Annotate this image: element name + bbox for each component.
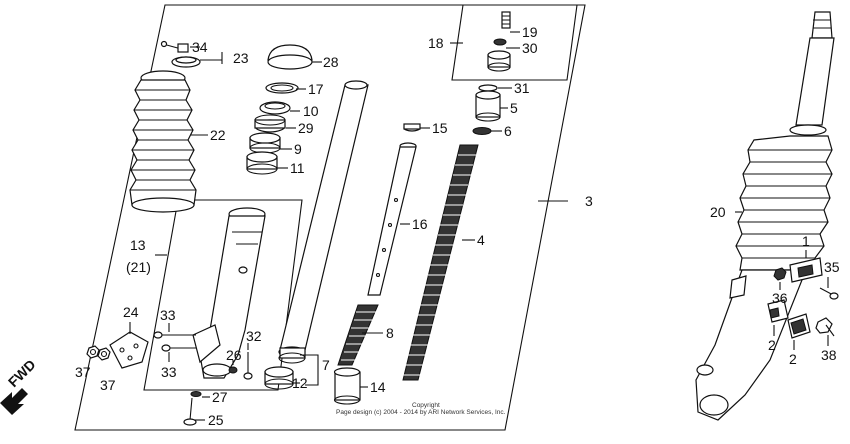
callout-37a: 37 <box>75 364 91 380</box>
holder-2b <box>787 313 811 339</box>
callout-16: 16 <box>412 216 428 232</box>
callout-17: 17 <box>308 81 324 97</box>
ring-15 <box>403 123 421 132</box>
subframe-18 <box>451 4 578 81</box>
callout-12: 12 <box>292 375 308 391</box>
callout-36: 36 <box>772 290 788 306</box>
dust-seal-28 <box>267 44 313 70</box>
holder-2a <box>767 299 789 323</box>
callout-30: 30 <box>522 40 538 56</box>
callout-28: 28 <box>323 54 339 70</box>
fork-tube-7 <box>278 80 369 364</box>
washer-27 <box>190 391 202 397</box>
o-ring-31 <box>478 84 498 92</box>
nut-36 <box>773 267 787 281</box>
nut-37b <box>97 347 111 361</box>
callout-7: 7 <box>322 357 330 373</box>
o-ring-30 <box>493 38 507 46</box>
callout-19: 19 <box>522 24 538 40</box>
callout-15: 15 <box>432 120 448 136</box>
nut-37a <box>86 345 100 359</box>
callout-33a: 33 <box>160 307 176 323</box>
callout-35: 35 <box>824 259 840 275</box>
callout-5: 5 <box>510 100 518 116</box>
callout-29: 29 <box>298 120 314 136</box>
washer-6 <box>472 127 492 135</box>
spring-seat-14 <box>333 367 361 405</box>
callout-8: 8 <box>386 325 394 341</box>
fwd-label: FWD <box>5 356 39 390</box>
screw-32 <box>243 352 253 380</box>
callout-14: 14 <box>370 379 386 395</box>
callout-33b: 33 <box>161 364 177 380</box>
callout-25: 25 <box>208 412 224 428</box>
rebound-spring-8 <box>337 304 379 366</box>
fwd-arrow-icon <box>0 388 28 415</box>
washer-29 <box>254 114 286 133</box>
subframe-13 <box>143 199 303 391</box>
main-frame <box>74 4 586 431</box>
callout-13: 13 <box>130 237 146 253</box>
bolt-25 <box>183 397 197 426</box>
callout-34: 34 <box>192 39 208 55</box>
callout-31: 31 <box>514 80 530 96</box>
leader-lines <box>129 31 829 421</box>
callout-24: 24 <box>123 304 139 320</box>
callout-32: 32 <box>246 328 262 344</box>
bushing-9 <box>249 132 281 154</box>
bushing-11 <box>246 151 278 175</box>
callout-1: 1 <box>802 233 810 249</box>
bushing-12 <box>264 366 294 390</box>
callout-22: 22 <box>210 127 226 143</box>
callout-3: 3 <box>585 193 593 209</box>
callout-labels: 34 23 22 28 17 10 29 9 11 15 16 4 8 7 12… <box>75 24 840 428</box>
callout-37b: 37 <box>100 377 116 393</box>
assembled-fork <box>695 11 835 421</box>
bolt-38 <box>815 317 835 337</box>
copyright-line1: Page design (c) 2004 - 2014 by ARI Netwo… <box>336 409 506 416</box>
callout-9: 9 <box>294 141 302 157</box>
oil-seal-10 <box>259 101 291 115</box>
callout-2b: 2 <box>789 351 797 367</box>
bolt-35 <box>819 287 839 300</box>
axle-holder-24 <box>109 331 149 369</box>
air-valve-19 <box>501 11 511 29</box>
fork-spring-4 <box>402 144 479 381</box>
fork-slider-13 <box>192 207 266 379</box>
bolt-26 <box>228 366 238 374</box>
bolt-34 <box>160 40 189 53</box>
callout-6: 6 <box>504 123 512 139</box>
holder-1 <box>789 257 823 283</box>
copyright-line0: Copyright <box>412 402 440 409</box>
callout-10: 10 <box>303 103 319 119</box>
callout-20: 20 <box>710 204 726 220</box>
callout-23: 23 <box>233 50 249 66</box>
callout-27: 27 <box>212 389 228 405</box>
spacer-5 <box>475 90 501 122</box>
callout-38: 38 <box>821 347 837 363</box>
fork-cap-18 <box>487 50 511 72</box>
callout-18: 18 <box>428 35 444 51</box>
callout-11: 11 <box>290 160 305 176</box>
damper-rod-16 <box>367 142 417 296</box>
callout-26: 26 <box>226 347 242 363</box>
callout-13-alt: (21) <box>126 259 151 275</box>
callout-2a: 2 <box>768 337 776 353</box>
bolts-33 <box>153 331 196 352</box>
callout-4: 4 <box>477 232 485 248</box>
fork-boot-22 <box>129 70 197 213</box>
